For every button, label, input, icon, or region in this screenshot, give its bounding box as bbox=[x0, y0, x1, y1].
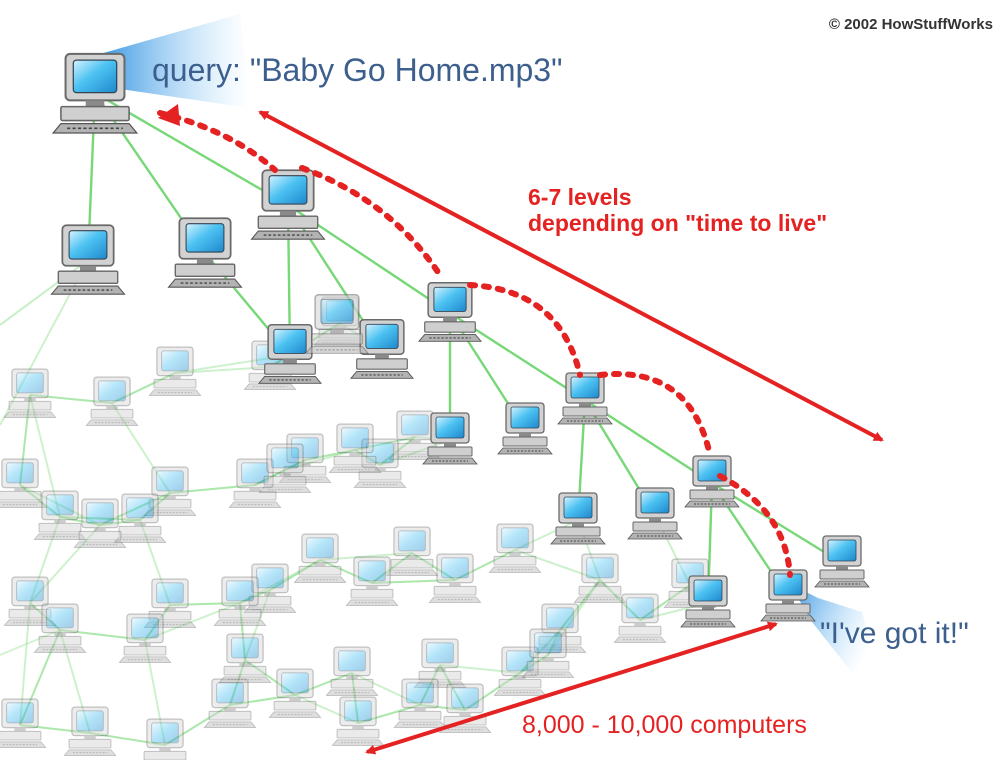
desktop-computer-icon bbox=[488, 523, 542, 574]
desktop-computer-icon bbox=[138, 718, 192, 760]
desktop-computer-icon bbox=[52, 52, 138, 134]
desktop-computer-icon bbox=[345, 556, 399, 607]
desktop-computer-icon bbox=[148, 346, 202, 397]
desktop-computer-icon bbox=[331, 696, 385, 747]
desktop-computer-icon bbox=[258, 323, 322, 385]
desktop-computer-icon bbox=[393, 678, 447, 729]
desktop-computer-icon bbox=[73, 498, 127, 549]
network-size-label: 8,000 - 10,000 computers bbox=[522, 711, 807, 739]
desktop-computer-icon bbox=[418, 281, 482, 343]
desktop-computer-icon bbox=[167, 217, 243, 289]
desktop-computer-icon bbox=[250, 169, 326, 241]
desktop-computer-icon bbox=[325, 646, 379, 697]
desktop-computer-icon bbox=[218, 633, 272, 684]
query-label: query: "Baby Go Home.mp3" bbox=[152, 52, 563, 88]
desktop-computer-icon bbox=[268, 668, 322, 719]
copyright-label: © 2002 HowStuffWorks bbox=[828, 16, 993, 33]
levels-annotation: 6-7 levels depending on "time to live" bbox=[528, 184, 827, 236]
desktop-computer-icon bbox=[0, 698, 47, 749]
desktop-computer-icon bbox=[680, 575, 736, 628]
network-size-arrow bbox=[365, 621, 778, 755]
levels-line-2: depending on "time to live" bbox=[528, 210, 828, 236]
desktop-computer-icon bbox=[203, 678, 257, 729]
desktop-computer-icon bbox=[63, 706, 117, 757]
desktop-computer-icon bbox=[613, 593, 667, 644]
network-link bbox=[0, 629, 61, 656]
desktop-computer-icon bbox=[305, 293, 369, 355]
levels-line-1: 6-7 levels bbox=[528, 184, 632, 210]
desktop-computer-icon bbox=[85, 376, 139, 427]
desktop-computer-icon bbox=[521, 628, 575, 679]
desktop-computer-icon bbox=[760, 569, 816, 622]
query-path-arrowhead bbox=[158, 104, 180, 126]
desktop-computer-icon bbox=[557, 372, 613, 425]
found-label: "I've got it!" bbox=[820, 617, 969, 650]
query-callout bbox=[100, 14, 250, 108]
desktop-computer-icon bbox=[213, 576, 267, 627]
desktop-computer-icon bbox=[497, 402, 553, 455]
desktop-computer-icon bbox=[328, 423, 382, 474]
desktop-computer-icon bbox=[33, 490, 87, 541]
desktop-computer-icon bbox=[550, 492, 606, 545]
search-path-links bbox=[86, 91, 843, 604]
desktop-computer-icon bbox=[293, 533, 347, 584]
desktop-computer-icon bbox=[573, 553, 627, 604]
desktop-computer-icon bbox=[118, 613, 172, 664]
found-callout bbox=[790, 584, 876, 680]
desktop-computer-icon bbox=[814, 535, 870, 588]
desktop-computer-icon bbox=[113, 493, 167, 544]
levels-arrow bbox=[258, 110, 884, 442]
desktop-computer-icon bbox=[258, 443, 312, 494]
desktop-computer-icon bbox=[422, 412, 478, 465]
desktop-computer-icon bbox=[50, 224, 126, 296]
desktop-computer-icon bbox=[627, 487, 683, 540]
desktop-computer-icon bbox=[385, 526, 439, 577]
desktop-computer-icon bbox=[428, 553, 482, 604]
desktop-computer-icon bbox=[3, 368, 57, 419]
desktop-computer-icon bbox=[0, 458, 47, 509]
desktop-computer-icon bbox=[33, 603, 87, 654]
